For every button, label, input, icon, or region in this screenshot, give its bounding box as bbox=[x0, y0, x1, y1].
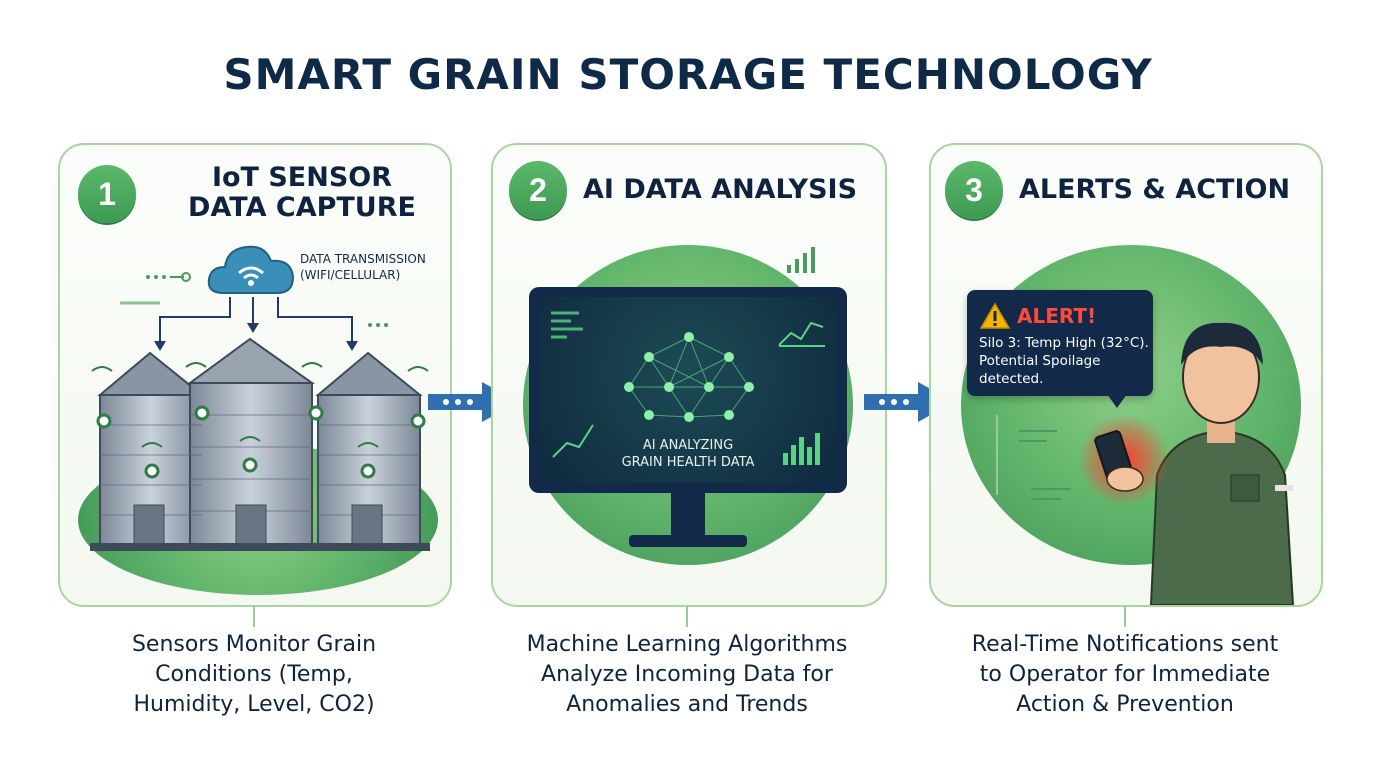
step-2-panel: 2 AI DATA ANALYSIS bbox=[491, 143, 887, 607]
step-number-badge: 3 bbox=[945, 161, 1003, 219]
warning-icon bbox=[979, 302, 1011, 329]
step-number-badge: 2 bbox=[509, 161, 567, 219]
alert-pointer bbox=[1107, 394, 1127, 408]
description-line: to Operator for Immediate bbox=[979, 662, 1271, 687]
description-line: Real-Time Notifications sent bbox=[971, 632, 1279, 657]
description-line: Action & Prevention bbox=[1016, 692, 1234, 717]
step-3-panel: 3 ALERTS & ACTION ALERT! Silo 3: Temp Hi… bbox=[929, 143, 1323, 607]
monitor-icon: AI ANALYZING GRAIN HEALTH DATA bbox=[529, 287, 847, 493]
connector-line bbox=[253, 605, 255, 627]
alert-message-line: Potential Spoilage bbox=[979, 353, 1101, 369]
screen-label-line: GRAIN HEALTH DATA bbox=[621, 455, 755, 470]
step-title-line: DATA CAPTURE bbox=[188, 192, 416, 223]
transmission-label-line: (WIFI/CELLULAR) bbox=[300, 268, 401, 282]
description-line: Analyze Incoming Data for bbox=[541, 662, 833, 687]
step-title-line: IoT SENSOR bbox=[211, 162, 393, 193]
alert-message: Silo 3: Temp High (32°C). Potential Spoi… bbox=[979, 334, 1149, 388]
description-line: Machine Learning Algorithms bbox=[526, 632, 848, 657]
step-title: IoT SENSOR DATA CAPTURE bbox=[172, 163, 432, 223]
connector-line bbox=[1124, 605, 1126, 627]
monitor-base bbox=[629, 535, 747, 547]
silo-group bbox=[90, 337, 430, 551]
step-3-description: Real-Time Notifications sent to Operator… bbox=[915, 630, 1335, 720]
step-1-description: Sensors Monitor Grain Conditions (Temp, … bbox=[44, 630, 464, 720]
transmission-label: DATA TRANSMISSION (WIFI/CELLULAR) bbox=[300, 251, 426, 283]
description-line: Conditions (Temp, bbox=[155, 662, 353, 687]
monitor-screen: AI ANALYZING GRAIN HEALTH DATA bbox=[539, 297, 837, 483]
screen-label-line: AI ANALYZING bbox=[642, 438, 734, 453]
connector-line bbox=[686, 605, 688, 627]
operator-icon bbox=[1149, 322, 1295, 605]
alert-message-line: detected. bbox=[979, 371, 1044, 387]
smartphone-icon bbox=[1094, 430, 1144, 492]
monitor-stand bbox=[671, 493, 705, 537]
cloud-wifi-icon bbox=[207, 245, 295, 294]
network-lines bbox=[120, 272, 388, 351]
step-title: ALERTS & ACTION bbox=[1019, 174, 1291, 205]
step-1-panel: 1 IoT SENSOR DATA CAPTURE DATA TRANSMISS… bbox=[58, 143, 452, 607]
neural-network-icon bbox=[551, 311, 825, 465]
alert-popup: ALERT! Silo 3: Temp High (32°C). Potenti… bbox=[967, 290, 1153, 408]
step-number-badge: 1 bbox=[78, 165, 136, 223]
page-title: SMART GRAIN STORAGE TECHNOLOGY bbox=[223, 50, 1153, 99]
alert-title: ALERT! bbox=[1017, 304, 1097, 328]
step-title: AI DATA ANALYSIS bbox=[583, 174, 858, 205]
decor-lines bbox=[996, 415, 1071, 500]
bar-chart-icon bbox=[787, 247, 815, 273]
sensor-icon bbox=[96, 405, 426, 479]
description-line: Sensors Monitor Grain bbox=[131, 632, 377, 657]
step-2-description: Machine Learning Algorithms Analyze Inco… bbox=[477, 630, 897, 720]
alert-message-line: Silo 3: Temp High (32°C). bbox=[979, 335, 1149, 351]
transmission-label-line: DATA TRANSMISSION bbox=[300, 252, 426, 266]
screen-label: AI ANALYZING GRAIN HEALTH DATA bbox=[539, 437, 837, 471]
description-line: Humidity, Level, CO2) bbox=[133, 692, 375, 717]
description-line: Anomalies and Trends bbox=[566, 692, 808, 717]
